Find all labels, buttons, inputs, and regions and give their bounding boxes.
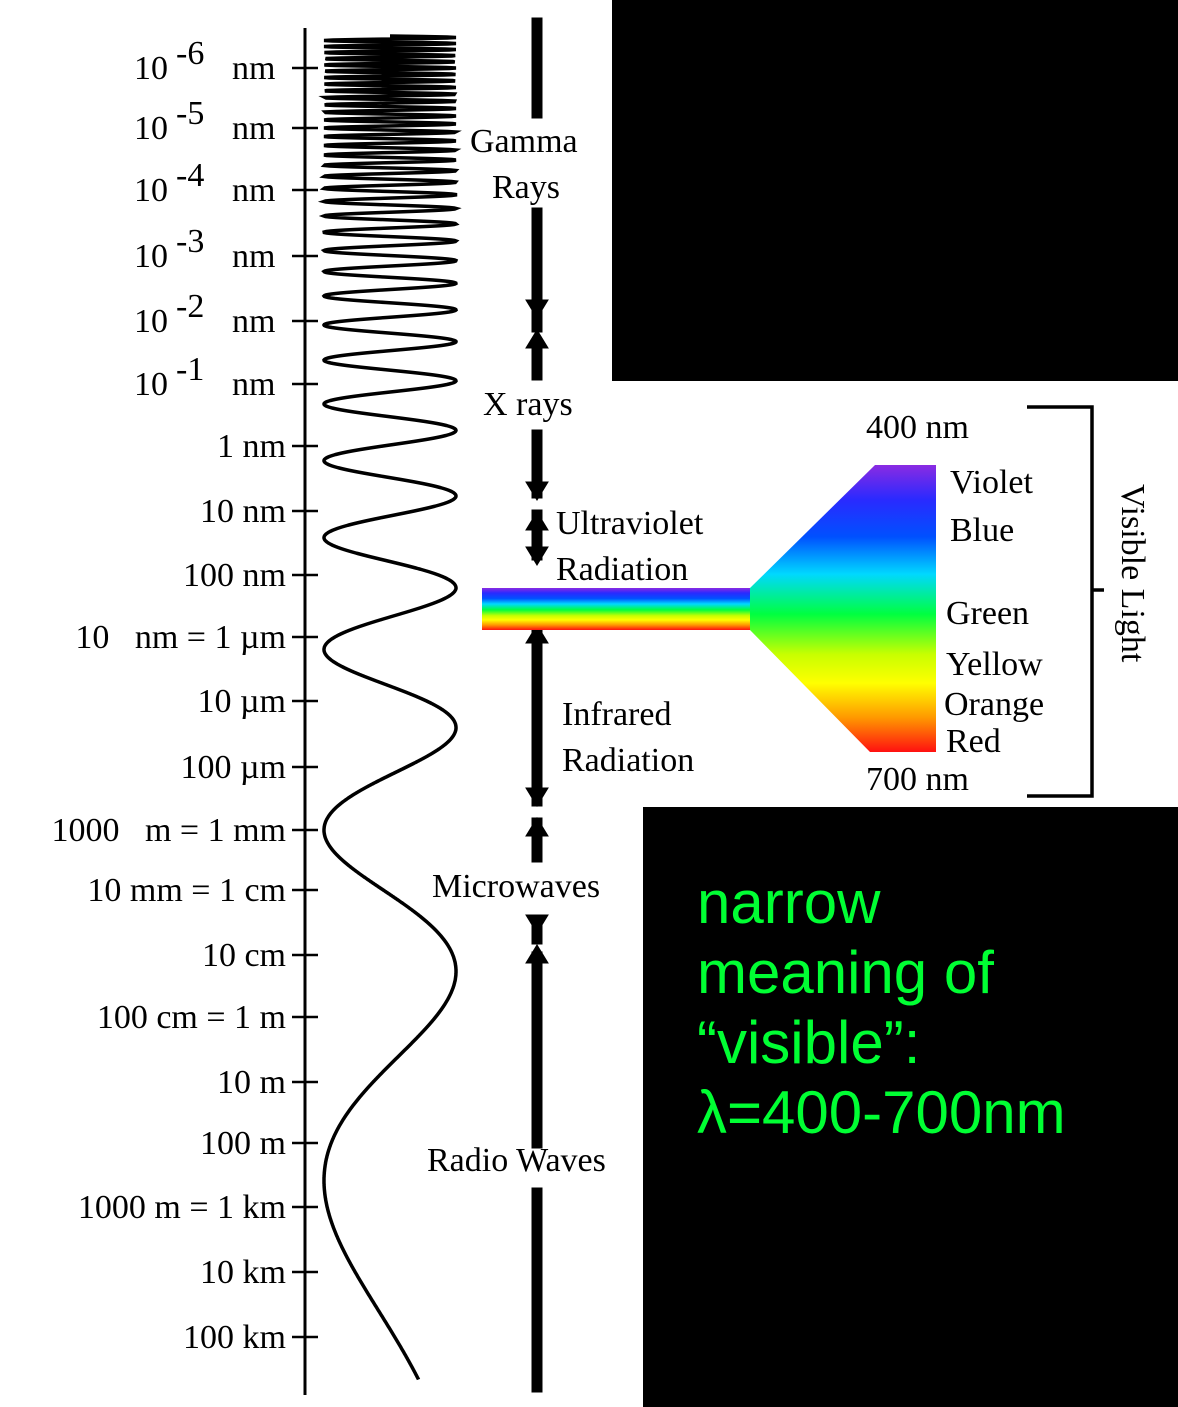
visible-bracket [1027,405,1104,798]
arrow-head-up [525,817,549,837]
arrow-head-down [525,914,549,934]
scale-unit: nm [232,366,275,403]
arrow-head-down [525,299,549,319]
scale-label: 10 [134,110,168,147]
wave-curve [317,34,462,1381]
scale-label: 10 [134,238,168,275]
scale-label: 1000 m = 1 mm [51,812,286,849]
arrow-shaft [531,17,543,119]
arrow-shaft [531,951,543,1149]
arrow-head-up [525,511,549,531]
scale-label: 10 mm = 1 cm [87,872,286,909]
arrow-shaft [531,1187,543,1393]
spectrum-beam [482,588,752,630]
scale-label: 10 [134,172,168,209]
callout-line: meaning of [697,939,994,1006]
callout-line: λ=400-700nm [697,1079,1066,1146]
scale-exponent: -5 [176,95,204,132]
scale-label: 100 km [183,1319,286,1356]
scale-label: 10 [134,50,168,87]
visible-top-label: 400 nm [866,409,969,446]
microwaves-label: Microwaves [432,868,600,905]
scale-exponent: -4 [176,157,204,194]
callout-text: narrow meaning of “visible”: λ=400-700nm [697,868,1167,1148]
arrow-head-down [525,481,549,501]
color-label-violet: Violet [950,464,1033,501]
spectrum-fan [750,465,936,752]
scale-label: 10 cm [202,937,286,974]
visible-spectrum [482,465,936,752]
uv-label: Ultraviolet [556,505,704,542]
arrow-head-down [525,787,549,807]
scale-label: 1 nm [217,428,286,465]
scale-label: 1000 m = 1 km [78,1189,286,1226]
scale-label: 10 µm [197,683,286,720]
scale-label: 100 µm [180,749,286,786]
radio-waves-label: Radio Waves [427,1142,606,1179]
scale-label: 100 m [200,1125,286,1162]
color-label-orange: Orange [944,686,1044,723]
scale-label: 10 m [217,1064,286,1101]
color-label-green: Green [946,595,1029,632]
scale-label: 10 nm [200,493,286,530]
uv-label: Radiation [556,551,688,588]
color-label-yellow: Yellow [946,646,1043,683]
gamma-label: Gamma [470,123,578,160]
callout-line: “visible”: [697,1009,921,1076]
scale-unit: nm [232,172,275,209]
scale-label: 10 [134,366,168,403]
scale-exponent: -3 [176,223,204,260]
scale-label: 100 nm [183,557,286,594]
gamma-label: Rays [492,169,560,206]
arrow-head-up [525,624,549,644]
scale-unit: nm [232,238,275,275]
visible-bottom-label: 700 nm [866,761,969,798]
ir-label: Infrared [562,696,671,733]
scale-label: 10 km [200,1254,286,1291]
scale-exponent: -6 [176,35,204,72]
scale-label: 10 [134,303,168,340]
scale-unit: nm [232,110,275,147]
callout-line: narrow [697,869,881,936]
scale-label: 10 nm = 1 µm [75,619,286,656]
visible-labels: 400 nm 700 nm Violet Blue Green Yellow O… [866,409,1044,798]
xray-label: X rays [483,386,573,423]
band-labels: Gamma Rays X rays Ultraviolet Radiation … [427,123,704,1179]
scale-ticks [292,66,318,1339]
scale-label: 100 cm = 1 m [97,999,286,1036]
scale-exponent: -2 [176,288,204,325]
color-label-blue: Blue [950,512,1014,549]
arrow-head-up [525,329,549,349]
scale-unit: nm [232,303,275,340]
ir-label: Radiation [562,742,694,779]
scale-unit: nm [232,50,275,87]
scale-exponent: -1 [176,351,204,388]
arrow-head-down [525,546,549,566]
color-label-red: Red [946,723,1001,760]
visible-light-label: Visible Light [1114,484,1151,663]
arrow-head-up [525,944,549,964]
